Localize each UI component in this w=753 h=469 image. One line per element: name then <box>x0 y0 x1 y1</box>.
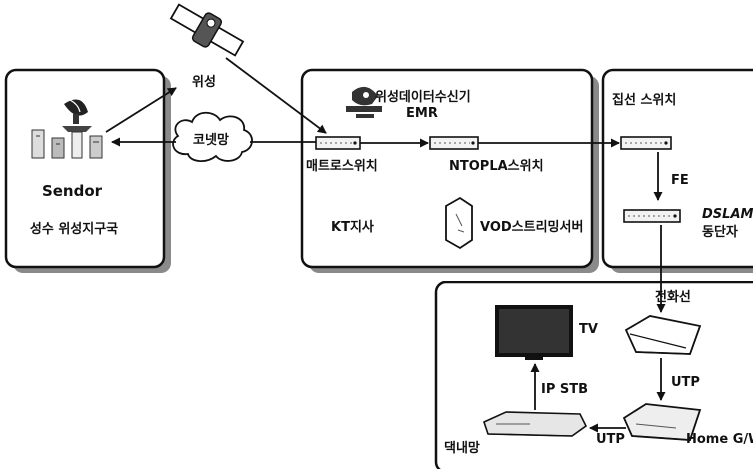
stb-icon <box>484 412 586 436</box>
tv-icon <box>495 305 573 360</box>
ground-station-label: 성수 위성지구국 <box>30 222 118 237</box>
tv-label: TV <box>579 322 598 337</box>
dslam-icon <box>624 210 680 222</box>
receiver-label-2: EMR <box>406 106 438 121</box>
utp-left-label: UTP <box>596 432 625 447</box>
home-gw-label: Home G/W <box>686 432 753 447</box>
matrix-switch-label: 매트로스위치 <box>306 158 378 174</box>
matrix-switch-icon <box>316 137 360 149</box>
home-network-label: 댁내망 <box>444 440 480 456</box>
dslam-label-2: 동단자 <box>702 224 738 240</box>
satellite-label: 위성 <box>192 75 216 90</box>
kt-branch-label: KT지사 <box>331 219 374 235</box>
vod-server-icon <box>446 198 472 248</box>
fe-label: FE <box>671 173 689 188</box>
satellite-icon <box>167 0 247 62</box>
ground-station-box <box>6 70 171 273</box>
agg-switch-icon <box>621 137 671 149</box>
utp-down-label: UTP <box>671 375 700 390</box>
agg-switch-label: 집선 스위치 <box>612 92 676 108</box>
dslam-label-1: DSLAM <box>702 207 753 222</box>
ntopla-switch-label: NTOPLA스위치 <box>449 158 544 174</box>
ntopla-switch-icon <box>430 137 478 149</box>
vod-server-label: VOD스트리밍서버 <box>480 219 583 235</box>
ip-stb-label: IP STB <box>541 382 588 397</box>
receiver-label-1: 위성데이터수신기 <box>375 89 471 105</box>
koreanet-label: 코넷망 <box>193 132 229 148</box>
sendor-label: Sendor <box>42 182 103 200</box>
